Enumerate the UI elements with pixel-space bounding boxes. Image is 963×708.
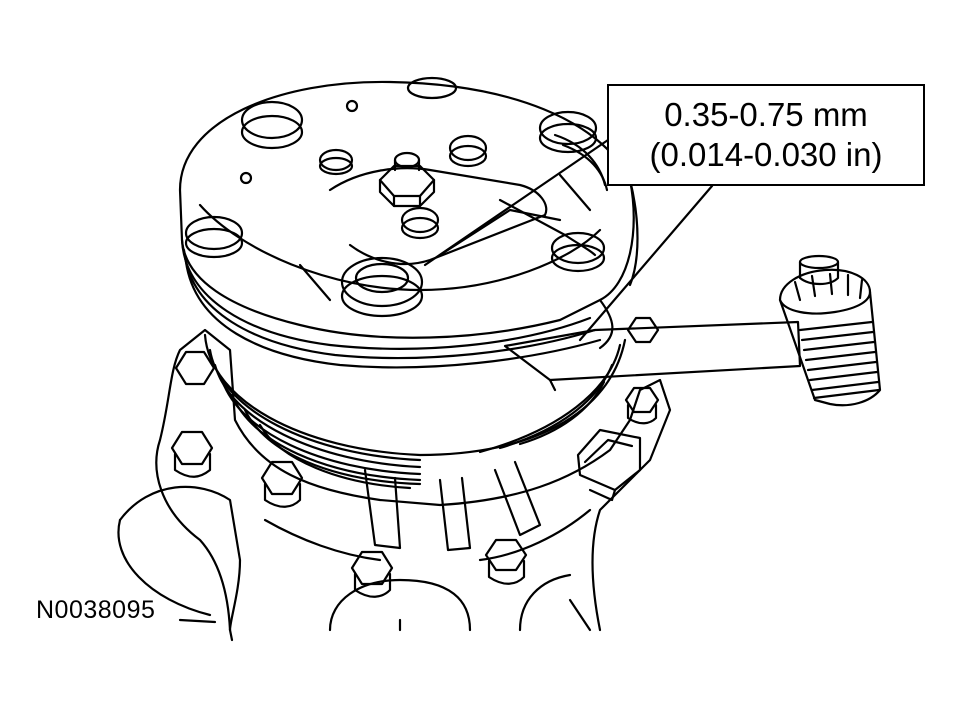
feeler-gauge [503, 254, 882, 407]
bolt-head [174, 350, 216, 386]
bolt-head [484, 538, 528, 585]
center-shaft-nut [378, 151, 436, 208]
rivet [318, 148, 354, 176]
bolt-head [170, 430, 214, 478]
rivet [448, 134, 488, 168]
rivet [538, 110, 598, 154]
clutch-connector [576, 428, 642, 502]
rivet [406, 76, 458, 100]
rivet [240, 100, 304, 150]
bolt-head [626, 316, 660, 344]
rivet [184, 215, 244, 259]
bolt-head [624, 386, 660, 425]
rivet [340, 256, 424, 318]
figure-code-leader [178, 618, 217, 624]
clearance-metric: 0.35-0.75 mm [664, 96, 868, 133]
housing-bolts [170, 316, 660, 598]
clearance-callout: 0.35-0.75 mm (0.014-0.030 in) [607, 84, 925, 186]
figure-reference-code: N0038095 [36, 596, 156, 624]
compressor-housing [117, 328, 672, 632]
hub-rivets [184, 76, 606, 318]
rivet [400, 206, 440, 240]
clearance-imperial: (0.014-0.030 in) [649, 136, 883, 173]
drive-pulley [203, 333, 627, 490]
bolt-head [260, 460, 304, 508]
callout-leaders [423, 138, 714, 342]
bolt-head [350, 550, 394, 598]
crop-edge [228, 628, 234, 642]
rivet [550, 231, 606, 273]
